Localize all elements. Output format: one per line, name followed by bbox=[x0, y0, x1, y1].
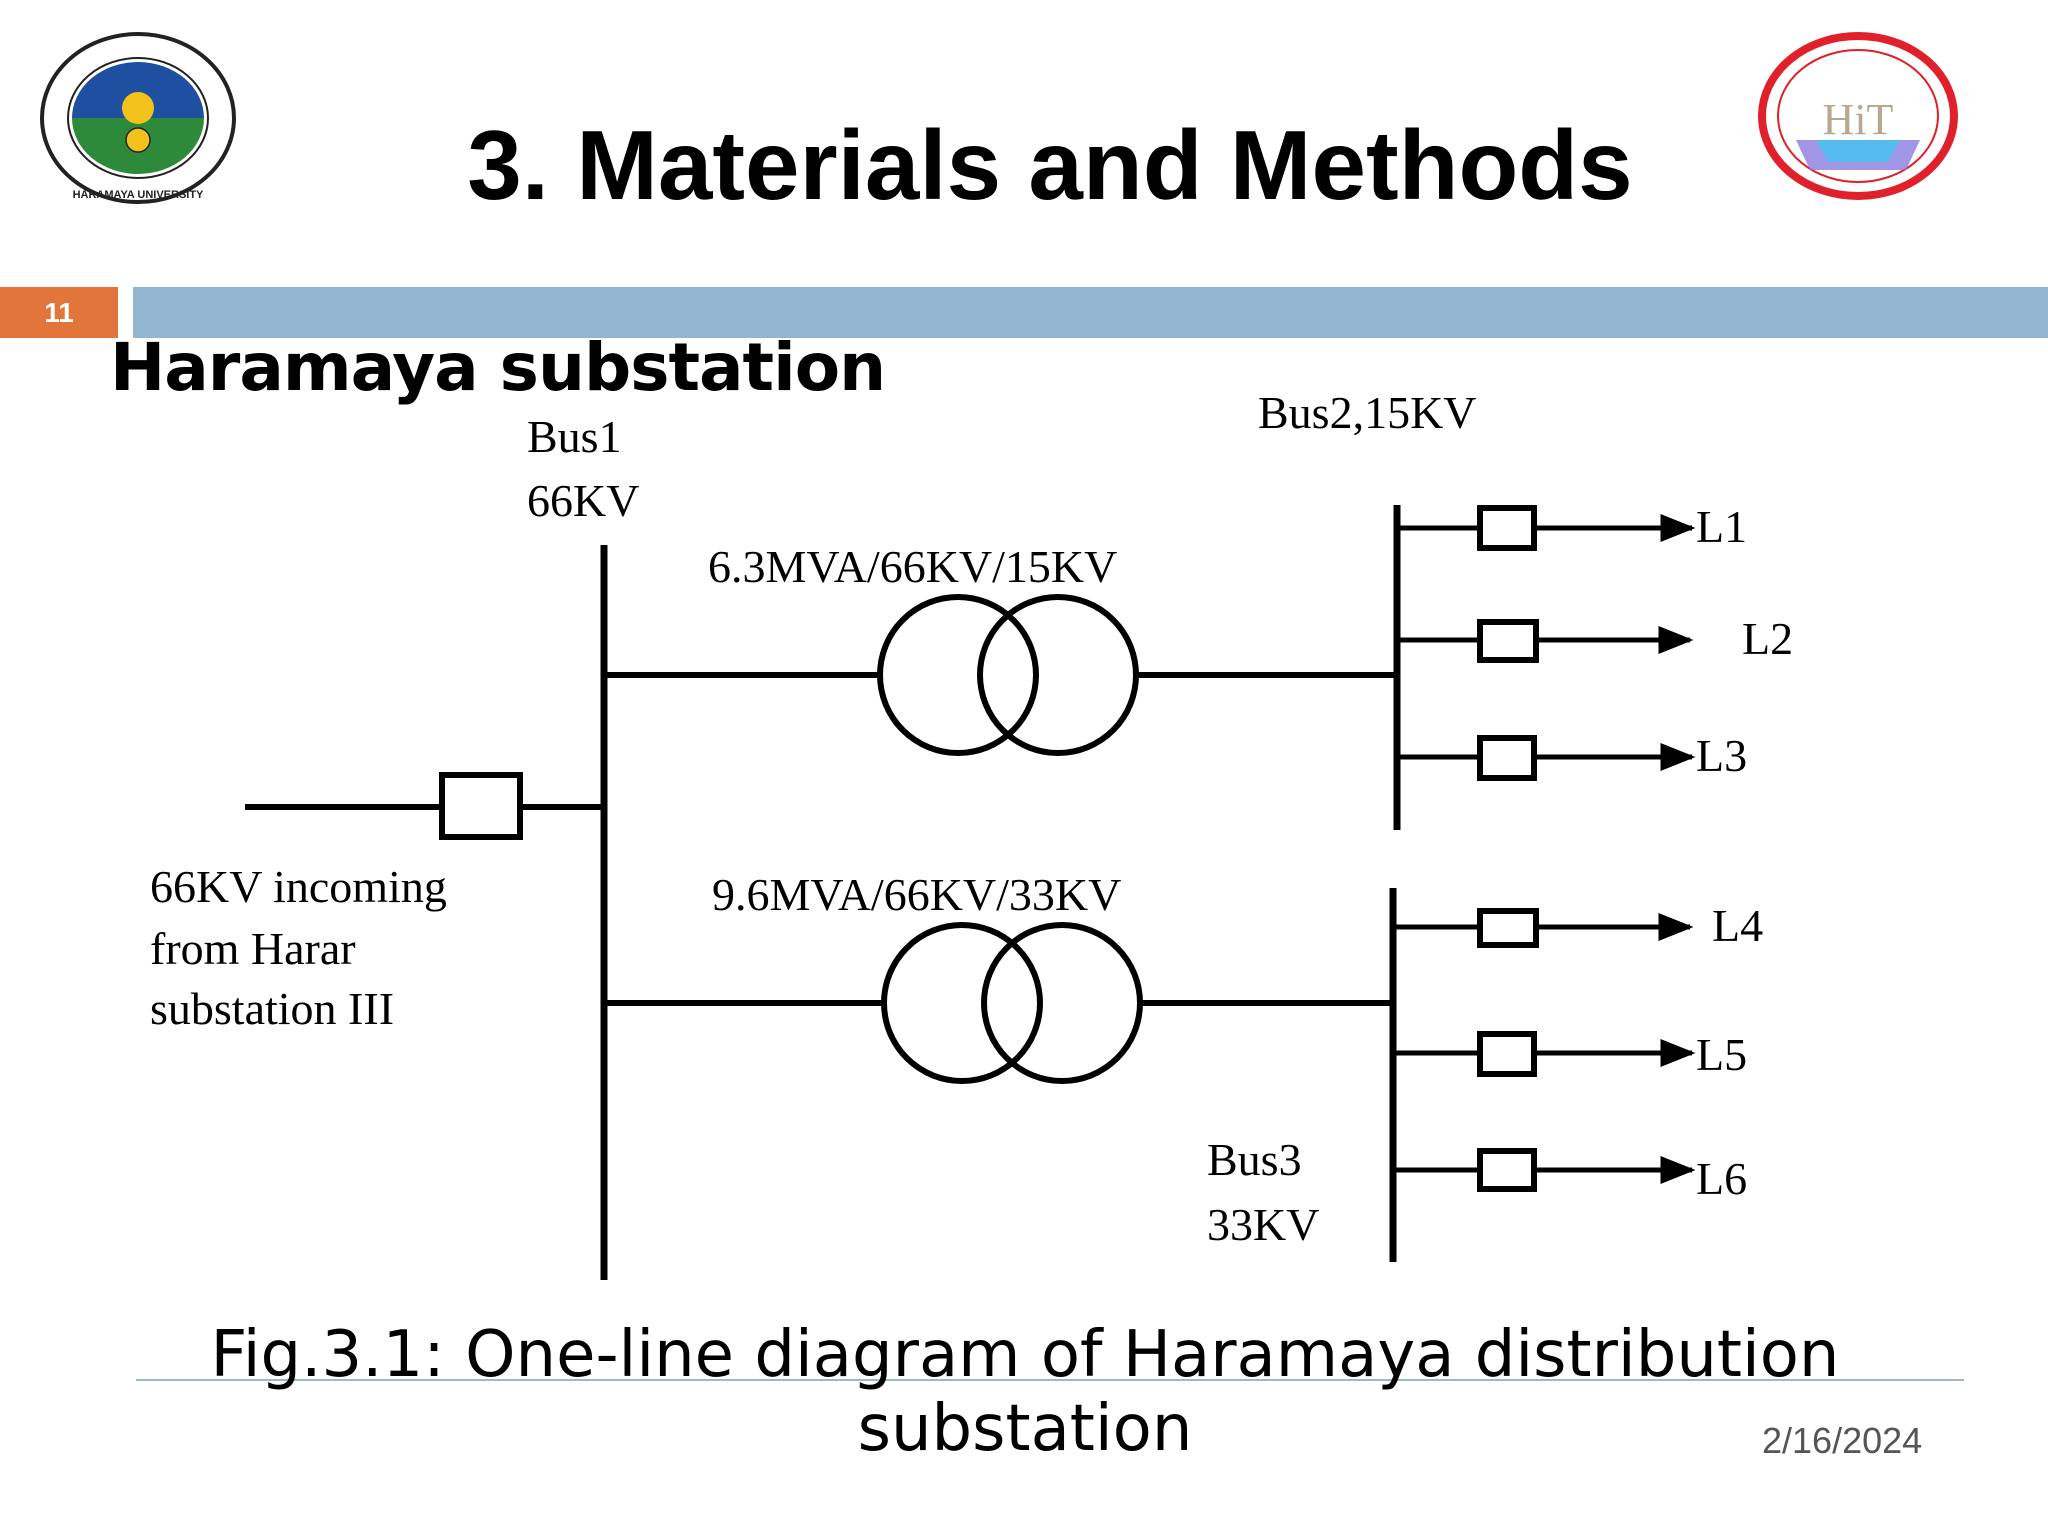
haramaya-university-seal-icon: HARAMAYA UNIVERSITY bbox=[40, 32, 236, 204]
incoming-label-line3: substation III bbox=[150, 983, 394, 1034]
incoming-label-line2: from Harar bbox=[150, 923, 356, 974]
feeder-l3: L3 bbox=[1397, 730, 1747, 781]
hit-text: HiT bbox=[1823, 95, 1894, 144]
caption-rule bbox=[136, 1379, 1964, 1381]
feeder-l6-label: L6 bbox=[1696, 1153, 1747, 1204]
feeder-l5: L5 bbox=[1393, 1029, 1747, 1080]
bus3-label-line2: 33KV bbox=[1207, 1199, 1319, 1250]
bus1-label-line2: 66KV bbox=[527, 475, 639, 526]
feeder-l4: L4 bbox=[1393, 900, 1763, 951]
slide-title: 3. Materials and Methods bbox=[467, 110, 1633, 220]
transformer2-primary-winding bbox=[881, 922, 1043, 1084]
figure-caption-line2: substation bbox=[857, 1392, 1193, 1466]
figure-caption: Fig.3.1: One-line diagram of Haramaya di… bbox=[150, 1318, 1900, 1466]
transformer2-label: 9.6MVA/66KV/33KV bbox=[712, 869, 1121, 920]
header-bar bbox=[133, 287, 2048, 338]
feeder-l2: L2 bbox=[1397, 613, 1793, 664]
incoming-label-line1: 66KV incoming bbox=[150, 861, 447, 912]
bus1-label-line1: Bus1 bbox=[527, 411, 622, 462]
transformer1-label: 6.3MVA/66KV/15KV bbox=[708, 541, 1117, 592]
hit-institute-logo-icon: HiT bbox=[1758, 32, 1958, 200]
feeder-l1: L1 bbox=[1397, 501, 1747, 552]
transformer2-secondary-winding bbox=[981, 922, 1143, 1084]
transformer1-secondary-winding bbox=[977, 594, 1139, 756]
incoming-breaker bbox=[439, 772, 523, 840]
slide-date: 2/16/2024 bbox=[1762, 1420, 1923, 1461]
feeder-l3-label: L3 bbox=[1696, 730, 1747, 781]
slide-subtitle: Haramaya substation bbox=[110, 329, 886, 406]
feeder-l1-label: L1 bbox=[1696, 501, 1747, 552]
bus2-label: Bus2,15KV bbox=[1258, 387, 1477, 438]
transformer1-primary-winding bbox=[877, 594, 1039, 756]
bus3-label-line1: Bus3 bbox=[1207, 1134, 1302, 1185]
feeder-l2-label: L2 bbox=[1742, 613, 1793, 664]
figure-caption-line1: Fig.3.1: One-line diagram of Haramaya di… bbox=[210, 1318, 1840, 1392]
feeder-l4-label: L4 bbox=[1712, 900, 1763, 951]
feeder-l6: L6 bbox=[1393, 1148, 1747, 1204]
feeder-l5-label: L5 bbox=[1696, 1029, 1747, 1080]
slide-number-badge: 11 bbox=[0, 287, 118, 338]
seal-text: HARAMAYA UNIVERSITY bbox=[73, 189, 204, 201]
